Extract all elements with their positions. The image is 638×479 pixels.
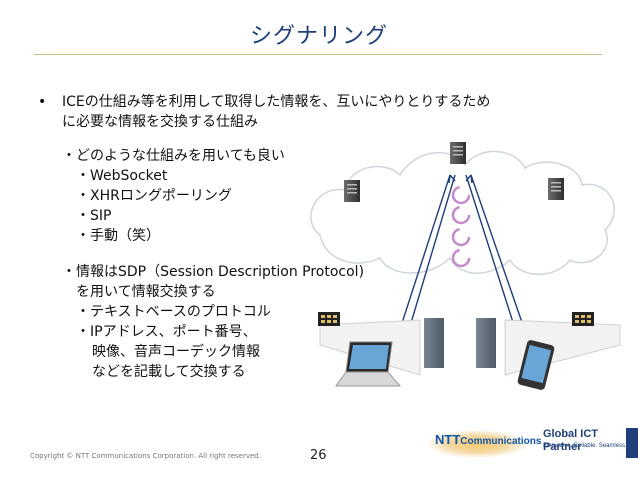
server-icon — [344, 180, 360, 202]
sub-point-2: ・情報はSDP（Session Description Protocol) — [62, 264, 365, 280]
corner-accent — [626, 428, 638, 458]
sub-point-1: ・どのような仕組みを用いても良い — [62, 148, 285, 164]
smartphone-icon — [517, 340, 555, 390]
logo-ntt: NTT — [435, 432, 461, 447]
nat-label-right: NAT — [495, 331, 507, 352]
bullet-line-1: ICEの仕組み等を利用して取得した情報を、互いにやりとりするため — [62, 94, 491, 110]
sub-item-manual: ・手動（笑） — [76, 228, 160, 244]
sub-item-codec: 映像、音声コーデック情報 — [92, 344, 260, 360]
sub-point-2-cont: を用いて情報交換する — [76, 284, 216, 300]
slide-title: シグナリング — [249, 24, 388, 49]
bullet-line-2: に必要な情報を交換する仕組み — [62, 114, 258, 130]
nat-box-right — [476, 318, 496, 368]
copyright-text: Copyright © NTT Communications Corporati… — [30, 452, 261, 460]
sub-item-xhr: ・XHRロングポーリング — [76, 188, 232, 204]
nat-box-left — [424, 318, 444, 368]
signaling-diagram — [310, 142, 621, 390]
logo-communications: Communications — [460, 436, 542, 447]
router-icon — [318, 312, 340, 326]
sync-arrow-icon — [451, 185, 471, 268]
cloud-shape — [310, 150, 615, 275]
logo-ntt-text: NTTCommunications — [435, 432, 541, 447]
logo-global-partner: Global ICT Partner — [543, 428, 598, 453]
laptop-icon — [335, 341, 402, 387]
router-icon — [572, 312, 594, 326]
page-number: 26 — [310, 448, 327, 463]
company-logo: NTTCommunications Global ICT Partner Inn… — [425, 424, 630, 464]
sub-item-ip-port: ・IPアドレス、ポート番号、 — [76, 324, 257, 340]
bullet-marker: • — [38, 94, 47, 110]
logo-swoosh-icon — [427, 430, 527, 458]
sub-item-websocket: ・WebSocket — [76, 168, 168, 184]
title-rule — [34, 54, 602, 55]
nat-label-left: NAT — [443, 331, 455, 352]
sub-item-exchange: などを記載して交換する — [92, 364, 246, 380]
sub-item-text-protocol: ・テキストベースのプロトコル — [76, 304, 271, 320]
server-icon — [548, 178, 564, 200]
logo-tagline: Innovative. Reliable. Seamless. — [543, 443, 627, 449]
sub-item-sip: ・SIP — [76, 208, 112, 224]
server-icon — [450, 142, 466, 164]
